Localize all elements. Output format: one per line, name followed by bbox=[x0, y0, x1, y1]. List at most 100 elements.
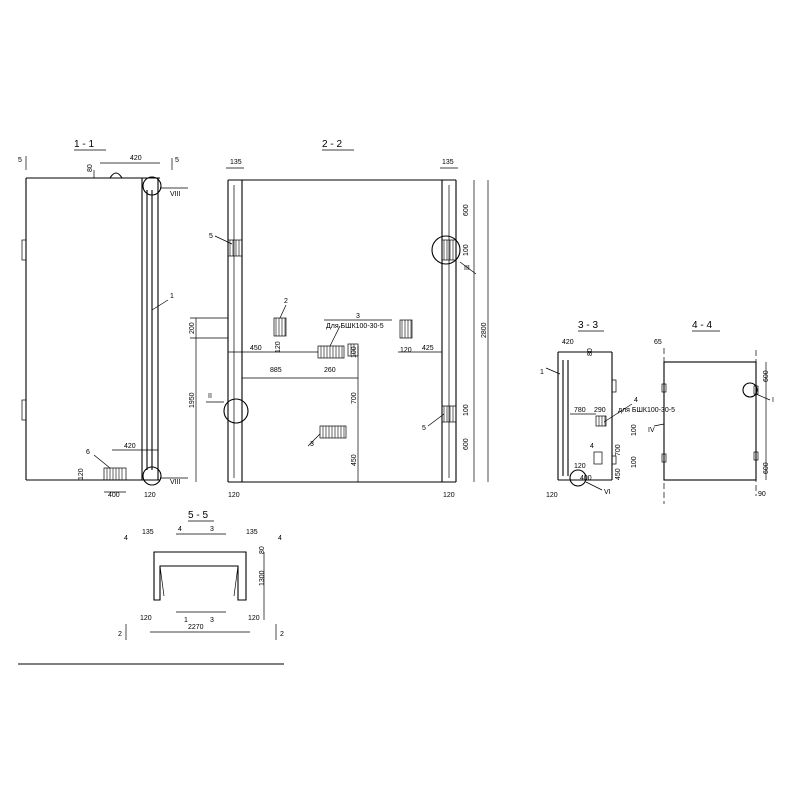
element-2-right bbox=[399, 319, 413, 339]
section-title-5-5: 5 - 5 bbox=[188, 510, 208, 521]
detail-circle-iii bbox=[431, 235, 461, 265]
marker-5-right: 5 bbox=[422, 425, 426, 432]
note-for-bshk-a: Для БШК100-30-5 bbox=[326, 323, 384, 330]
dim-100-s3b: 100 bbox=[631, 456, 638, 468]
dim-450-v: 450 bbox=[351, 454, 358, 466]
leader-3 bbox=[329, 325, 341, 347]
dim-200: 200 bbox=[189, 322, 196, 334]
dim-420-top: 420 bbox=[130, 155, 142, 162]
section-4-4: 4 - 4 65 I IV 600 600 90 bbox=[648, 320, 774, 504]
leader bbox=[459, 261, 477, 275]
dim-450-s3: 450 bbox=[615, 468, 622, 480]
dim-120-b: 120 bbox=[400, 347, 412, 354]
element-right-top bbox=[441, 239, 457, 261]
element-4 bbox=[595, 415, 607, 427]
section-mark-2-right: 2 bbox=[280, 631, 284, 638]
dim-425: 425 bbox=[422, 345, 434, 352]
channel-profile bbox=[153, 551, 247, 601]
element-3-upper bbox=[317, 345, 345, 359]
section-title-3-3: 3 - 3 bbox=[578, 320, 598, 331]
element-5-left bbox=[227, 239, 243, 257]
marker-1-s3: 1 bbox=[540, 369, 544, 376]
element-4-lower bbox=[593, 451, 603, 465]
dim-120-s3-bottom: 120 bbox=[546, 492, 558, 499]
dim-180-r: 100 bbox=[463, 244, 470, 256]
section-title-1-1: 1 - 1 bbox=[74, 139, 94, 150]
dim-120-s3: 120 bbox=[574, 463, 586, 470]
notch bbox=[661, 383, 667, 393]
dim-700-s3: 700 bbox=[615, 444, 622, 456]
marker-4-lower: 4 bbox=[590, 443, 594, 450]
dim-100-s3: 100 bbox=[631, 424, 638, 436]
marker-6: 6 bbox=[86, 449, 90, 456]
detail-circle-viii-bottom bbox=[142, 466, 162, 486]
leader-1 bbox=[545, 367, 561, 375]
dim-120-br: 120 bbox=[443, 492, 455, 499]
label-i: I bbox=[772, 397, 774, 404]
channel-chamfer bbox=[159, 565, 239, 597]
leader-3-lower bbox=[307, 433, 321, 447]
element-3-lower bbox=[319, 425, 347, 439]
dim-120-s5-right: 120 bbox=[248, 615, 260, 622]
section-1-1: 1 - 1 VIII VIII 420 80 5 5 1 bbox=[18, 139, 188, 499]
leader-5 bbox=[214, 235, 233, 245]
dim-885: 885 bbox=[270, 367, 282, 374]
notch-upper bbox=[21, 239, 27, 261]
top-bump bbox=[109, 172, 123, 179]
dim-135-s5-right: 135 bbox=[246, 529, 258, 536]
notch bbox=[611, 455, 617, 465]
leader-4 bbox=[603, 403, 633, 423]
dim-100-a: 100 bbox=[351, 346, 358, 358]
dim-100-r: 100 bbox=[463, 404, 470, 416]
marker-4-s5: 4 bbox=[178, 526, 182, 533]
label-iv: IV bbox=[648, 427, 655, 434]
dim-2270: 2270 bbox=[188, 624, 204, 631]
note-for-bshk-b: для БШК100-30-5 bbox=[618, 407, 675, 414]
section-mark-5: 5 bbox=[175, 157, 179, 164]
dim-2800: 2800 bbox=[481, 322, 488, 338]
dim-260: 260 bbox=[324, 367, 336, 374]
section-title-4-4: 4 - 4 bbox=[692, 320, 712, 331]
marker-4-s3: 4 bbox=[634, 397, 638, 404]
dim-600-s4-bottom: 600 bbox=[763, 462, 770, 474]
dim-120-left: 120 bbox=[78, 468, 85, 480]
section-5-5: 5 - 5 135 135 4 3 4 4 80 1300 1 3 120 12… bbox=[118, 510, 284, 640]
dim-80-s5: 80 bbox=[259, 546, 266, 554]
leader bbox=[585, 481, 603, 491]
label-ii: II bbox=[208, 393, 212, 400]
dim-400-s3: 400 bbox=[580, 475, 592, 482]
dim-450: 450 bbox=[250, 345, 262, 352]
dim-120-bottom: 120 bbox=[144, 492, 156, 499]
dim-120-bl: 120 bbox=[228, 492, 240, 499]
dim-120-a: 120 bbox=[275, 341, 282, 353]
marker-2: 2 bbox=[284, 298, 288, 305]
dim-65: 65 bbox=[654, 339, 662, 346]
label-vi: VI bbox=[604, 489, 611, 496]
dim-1300: 1300 bbox=[259, 570, 266, 586]
dim-90: 90 bbox=[758, 491, 766, 498]
dim-135-left: 135 bbox=[230, 159, 242, 166]
label-viii-bottom: VIII bbox=[170, 479, 181, 486]
marker-5-left: 5 bbox=[209, 233, 213, 240]
dim-1950: 1950 bbox=[189, 392, 196, 408]
dim-600-bottom: 600 bbox=[463, 438, 470, 450]
dim-420-bottom: 420 bbox=[124, 443, 136, 450]
leader bbox=[755, 393, 771, 401]
section-mark-5-left: 5 bbox=[18, 157, 22, 164]
notch bbox=[661, 453, 667, 463]
detail-circle-vi bbox=[569, 469, 587, 487]
leader-1 bbox=[151, 299, 169, 311]
element-6 bbox=[103, 467, 127, 481]
dim-600-s4-top: 600 bbox=[763, 370, 770, 382]
marker-3-lower: 3 bbox=[310, 441, 314, 448]
marker-1: 1 bbox=[170, 293, 174, 300]
panel-4-4 bbox=[663, 361, 757, 481]
notch bbox=[611, 379, 617, 393]
section-mark-2-left: 2 bbox=[118, 631, 122, 638]
detail-circle-ii bbox=[223, 398, 249, 424]
leader-6 bbox=[93, 454, 111, 469]
dim-600-top: 600 bbox=[463, 204, 470, 216]
section-3-3: 3 - 3 1 420 80 780 290 для БШК100-30-5 4… bbox=[540, 320, 675, 499]
dim-400: 400 bbox=[108, 492, 120, 499]
dim-135-right: 135 bbox=[442, 159, 454, 166]
